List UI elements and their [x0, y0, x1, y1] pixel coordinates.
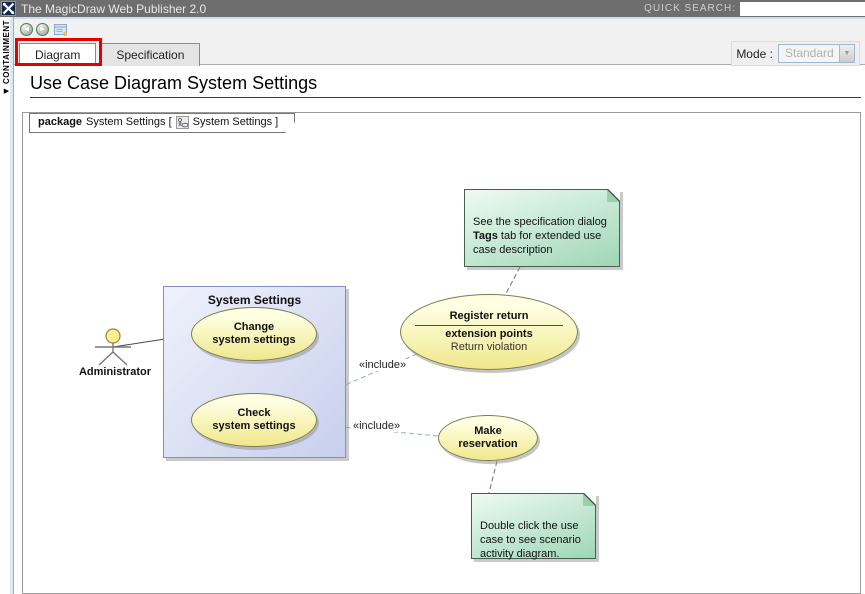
- frame-label: package System Settings [ System Setting…: [29, 113, 295, 133]
- extension-point-value: Return violation: [450, 341, 528, 353]
- note-fold-corner: [583, 493, 596, 506]
- containment-panel-tab[interactable]: CONTAINMENT ▶: [0, 17, 14, 594]
- frame-keyword: package: [38, 116, 83, 128]
- tab-diagram[interactable]: Diagram: [19, 43, 97, 66]
- page-title: Use Case Diagram System Settings: [30, 73, 318, 93]
- package-title: System Settings: [207, 293, 302, 307]
- back-icon: ◀: [23, 26, 30, 33]
- usecase-label: Make reservation: [458, 425, 518, 450]
- extension-points-divider: [415, 325, 563, 326]
- nav-buttons: ◀ ▶: [20, 23, 68, 36]
- quick-search-label: QUICK SEARCH:: [644, 3, 736, 14]
- mode-area: Mode : Standard ▼: [731, 41, 860, 66]
- diagram-canvas: package System Settings [ System Setting…: [22, 112, 861, 594]
- containment-panel-label: CONTAINMENT: [2, 20, 11, 85]
- titlebar: The MagicDraw Web Publisher 2.0 QUICK SE…: [0, 0, 865, 17]
- note-text: Double click the use case to see scenari…: [480, 520, 581, 560]
- frame-ref: System Settings ]: [192, 116, 279, 128]
- note-text-2: tab for extended use case description: [473, 230, 602, 256]
- usecase-change-system-settings[interactable]: Change system settings: [191, 307, 317, 361]
- magicdraw-logo-icon: [1, 1, 16, 16]
- actor-head: [105, 328, 121, 344]
- expand-arrow-icon: ▶: [3, 88, 10, 96]
- include-label-1: «include»: [357, 359, 409, 371]
- chevron-down-icon: ▼: [839, 45, 854, 62]
- note-fold-corner: [607, 189, 620, 202]
- note-double-click: Double click the use case to see scenari…: [471, 493, 596, 560]
- properties-panel-icon[interactable]: [54, 23, 68, 36]
- quick-search-input[interactable]: [740, 2, 865, 16]
- note-anchor-bottom: [488, 460, 498, 494]
- include-label-2: «include»: [351, 420, 403, 432]
- note-text: See the specification dialog: [473, 216, 607, 228]
- mode-value: Standard: [785, 46, 834, 60]
- usecase-register-return[interactable]: Register return extension points Return …: [400, 294, 578, 370]
- app-title: The MagicDraw Web Publisher 2.0: [21, 1, 207, 16]
- usecase-label: Check system settings: [212, 407, 296, 432]
- forward-button[interactable]: ▶: [36, 23, 49, 36]
- mode-select[interactable]: Standard ▼: [778, 44, 855, 63]
- usecase-label: Change system settings: [212, 321, 296, 346]
- back-button[interactable]: ◀: [20, 23, 33, 36]
- extension-points-label: extension points: [445, 328, 533, 340]
- mode-label: Mode :: [736, 46, 773, 61]
- note-specification-dialog: See the specification dialog Tags tab fo…: [464, 189, 620, 267]
- actor-label: Administrator: [78, 366, 152, 378]
- usecase-label: Register return: [449, 310, 529, 322]
- frame-name: System Settings [: [86, 116, 172, 128]
- usecase-make-reservation[interactable]: Make reservation: [438, 415, 538, 461]
- usecase-check-system-settings[interactable]: Check system settings: [191, 393, 317, 447]
- toolbar-tab-area: ◀ ▶ Diagram Specification Mode : Standar…: [14, 17, 865, 66]
- tabstrip: Diagram Specification: [19, 43, 201, 66]
- note-text-bold: Tags: [473, 230, 498, 242]
- tab-specification[interactable]: Specification: [100, 43, 201, 66]
- use-case-diagram-icon: [176, 116, 189, 129]
- actor-body: [95, 343, 131, 366]
- title-rule: [30, 97, 861, 98]
- forward-icon: ▶: [39, 26, 46, 33]
- actor-administrator[interactable]: [51, 328, 139, 366]
